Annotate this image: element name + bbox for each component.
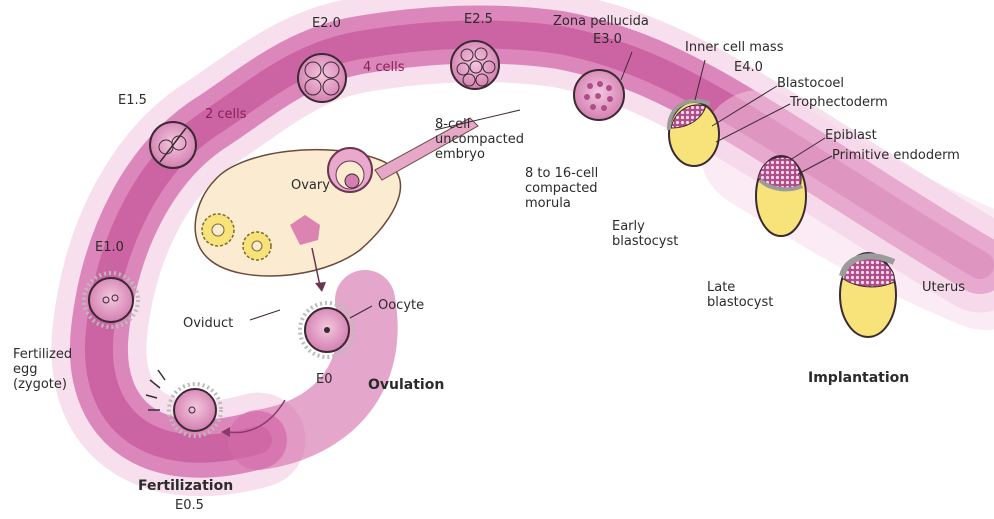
label-e10: E1.0 [95, 240, 124, 255]
label-e05: E0.5 [175, 498, 204, 513]
label-zona-pellucida: Zona pellucida [553, 14, 649, 29]
label-e30: E3.0 [593, 32, 622, 47]
label-e15: E1.5 [118, 93, 147, 108]
label-ovary: Ovary [291, 178, 330, 193]
label-fertilized-egg: Fertilized egg (zygote) [13, 347, 72, 392]
follicle-small-2 [243, 232, 271, 260]
label-four-cells: 4 cells [363, 60, 405, 75]
stage-implantation [840, 253, 896, 337]
label-e20: E2.0 [312, 16, 341, 31]
label-e25: E2.5 [464, 12, 493, 27]
label-e40: E4.0 [734, 60, 763, 75]
label-fertilization: Fertilization [138, 479, 233, 494]
label-uterus: Uterus [922, 280, 965, 295]
label-oviduct: Oviduct [183, 316, 233, 331]
label-eight-cell-embryo: 8-cell uncompacted embryo [435, 117, 524, 162]
label-primitive-endoderm: Primitive endoderm [832, 148, 960, 163]
follicle-oocyte [345, 174, 359, 188]
label-ovulation: Ovulation [368, 378, 444, 393]
label-two-cells: 2 cells [205, 107, 247, 122]
label-e0: E0 [316, 372, 333, 387]
stage-e25-eight-cell [451, 41, 499, 89]
label-implantation: Implantation [808, 371, 909, 386]
label-oocyte: Oocyte [378, 298, 424, 313]
stage-e20-four-cell [298, 54, 346, 102]
follicle-small-1 [202, 214, 234, 246]
label-morula: 8 to 16-cell compacted morula [525, 166, 598, 211]
label-inner-cell-mass: Inner cell mass [685, 40, 783, 55]
stage-e15-two-cell [150, 122, 196, 168]
label-trophectoderm: Trophectoderm [790, 95, 888, 110]
label-early-blastocyst: Early blastocyst [612, 219, 678, 249]
label-blastocoel: Blastocoel [777, 76, 844, 91]
label-late-blastocyst: Late blastocyst [707, 280, 773, 310]
label-epiblast: Epiblast [825, 128, 877, 143]
